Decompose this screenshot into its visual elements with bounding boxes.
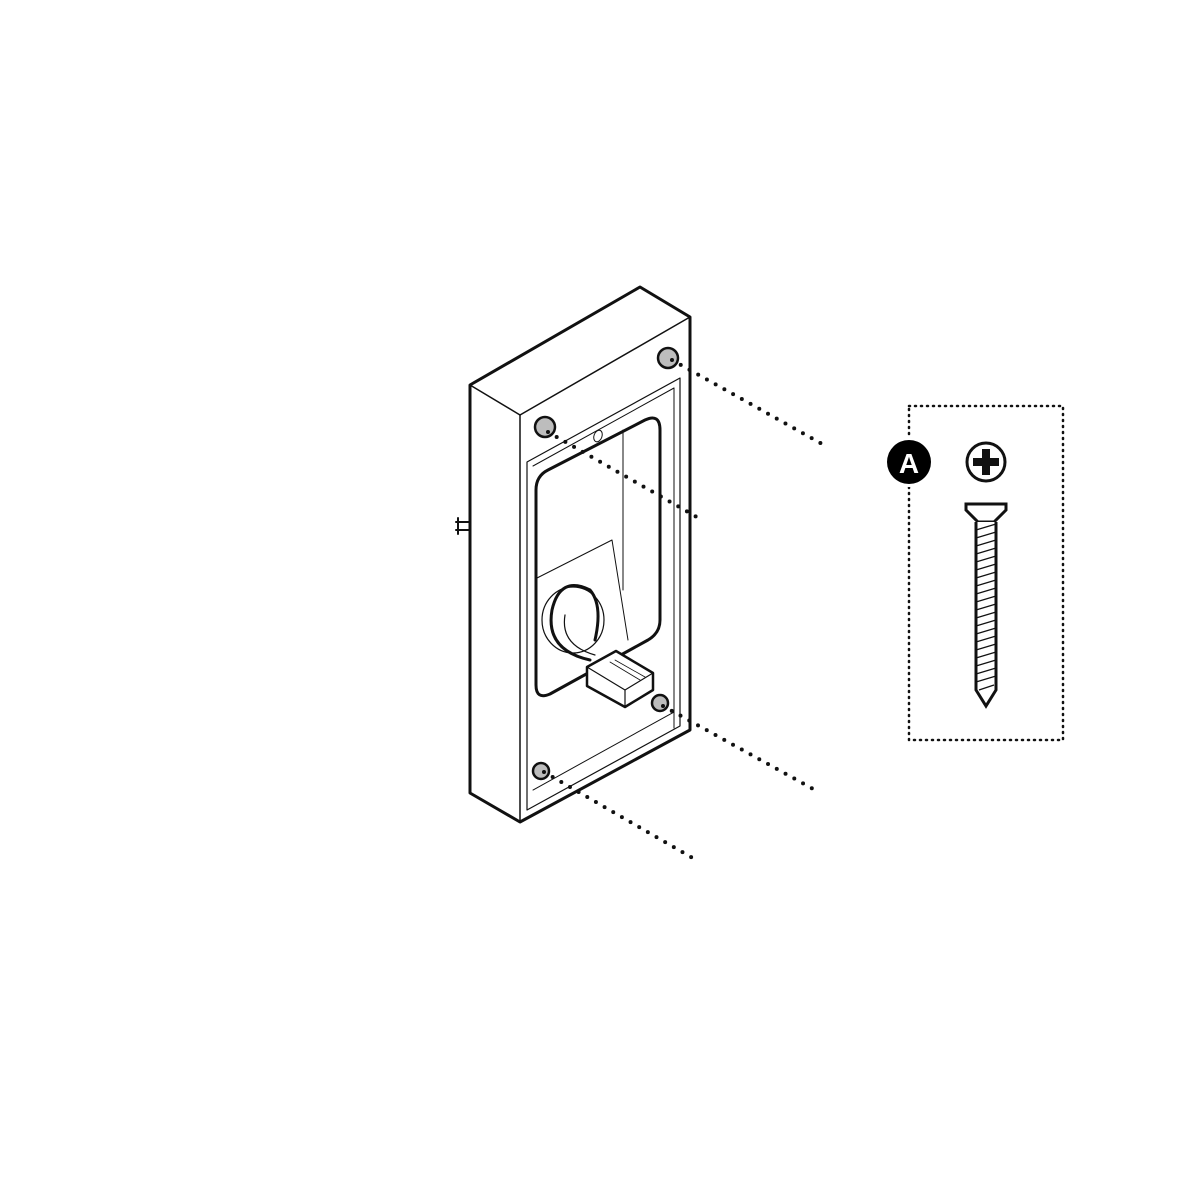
guide-line-top-right: [670, 358, 826, 447]
screw-hole-top-left: [533, 415, 557, 439]
phillips-head-icon: [965, 441, 1007, 483]
mounting-bracket: [455, 285, 692, 824]
part-label-text: A: [899, 448, 919, 479]
screw-hole-top-right: [656, 346, 680, 370]
guide-line-top-left: [546, 430, 704, 522]
screw-icon: [964, 502, 1008, 709]
parts-box: A: [884, 404, 1065, 742]
guide-line-bottom-left: [542, 770, 698, 862]
part-label-badge: [887, 440, 931, 484]
guide-lines: [542, 358, 826, 862]
guide-line-bottom-right: [661, 704, 817, 792]
screw-hole-bottom-right: [650, 693, 670, 713]
screw-hole-bottom-left: [531, 761, 551, 781]
